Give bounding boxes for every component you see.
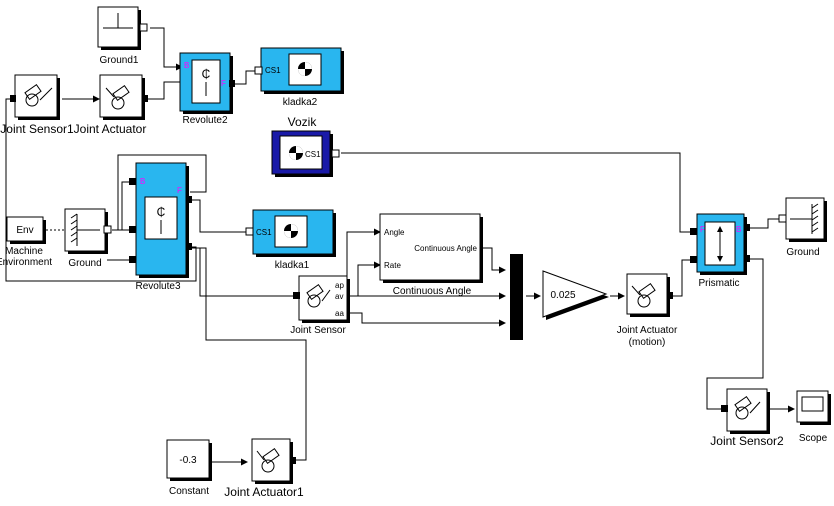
kladka2-label: kladka2: [283, 97, 318, 108]
svg-text:₵: ₵: [157, 205, 166, 219]
revolute2-port-b: B: [184, 61, 189, 70]
vozik-block[interactable]: Vozik CS1: [271, 115, 340, 177]
scope-label: Scope: [799, 433, 828, 444]
joint-sensor2-label: Joint Sensor2: [710, 434, 784, 448]
constant-label: Constant: [169, 486, 209, 497]
joint-sensor-port-ap: ap: [335, 281, 344, 290]
prismatic-port-f: F: [700, 225, 705, 234]
prismatic-label: Prismatic: [698, 278, 739, 289]
revolute3-port-b: B: [140, 177, 145, 186]
continuous-angle-inner: Continuous Angle: [414, 244, 477, 253]
revolute3-block[interactable]: ₵ B F Revolute3: [129, 162, 192, 292]
revolute2-label: Revolute2: [182, 115, 227, 126]
ground-right-block[interactable]: Ground: [778, 197, 827, 258]
joint-sensor-port-av: av: [335, 292, 343, 301]
joint-sensor-block[interactable]: ap av aa Joint Sensor: [290, 275, 350, 336]
env-label-line1: Machine: [5, 246, 43, 257]
joint-sensor1-label: Joint Sensor1: [0, 122, 74, 136]
scope-block[interactable]: Scope: [796, 390, 831, 444]
ground-label: Ground: [68, 258, 101, 269]
prismatic-port-b: B: [736, 225, 741, 234]
vozik-label: Vozik: [288, 115, 318, 129]
joint-sensor1-block[interactable]: Joint Sensor1: [0, 74, 74, 136]
kladka1-label: kladka1: [275, 260, 310, 271]
joint-sensor2-block[interactable]: Joint Sensor2: [710, 388, 784, 448]
kladka1-block[interactable]: CS1 kladka1: [245, 209, 336, 271]
ground1-block[interactable]: Ground1: [97, 6, 148, 66]
joint-actuator-motion-label1: Joint Actuator: [617, 325, 678, 336]
revolute2-port-f: F: [221, 79, 226, 88]
ground1-label: Ground1: [100, 55, 139, 66]
joint-actuator-motion-block[interactable]: Joint Actuator (motion): [617, 273, 678, 348]
joint-sensor-port-aa: aa: [335, 309, 344, 318]
kladka2-cs1: CS1: [265, 66, 281, 75]
joint-actuator1-label: Joint Actuator1: [224, 485, 304, 499]
joint-actuator-block[interactable]: Joint Actuator: [74, 74, 148, 136]
svg-text:₵: ₵: [202, 67, 211, 81]
revolute3-port-f: F: [177, 186, 182, 195]
joint-actuator-motion-label2: (motion): [629, 337, 666, 348]
kladka1-cs1: CS1: [256, 228, 272, 237]
joint-sensor-label: Joint Sensor: [290, 325, 346, 336]
continuous-angle-block[interactable]: Angle Rate Continuous Angle Continuous A…: [379, 213, 483, 297]
revolute2-block[interactable]: ₵ B F Revolute2: [179, 52, 235, 126]
joint-actuator1-block[interactable]: Joint Actuator1: [224, 438, 304, 499]
gain-block[interactable]: 0.025: [542, 270, 609, 320]
env-block[interactable]: Env Machine Environment: [0, 216, 52, 268]
ground-right-label: Ground: [786, 247, 819, 258]
continuous-angle-port-angle: Angle: [384, 228, 405, 237]
constant-block[interactable]: -0.3 Constant: [166, 439, 212, 497]
prismatic-block[interactable]: F B Prismatic: [690, 213, 750, 289]
gain-value: 0.025: [550, 290, 575, 301]
continuous-angle-label: Continuous Angle: [393, 286, 472, 297]
joint-actuator-label: Joint Actuator: [74, 122, 147, 136]
mux-block[interactable]: [510, 254, 523, 340]
revolute3-label: Revolute3: [135, 281, 180, 292]
env-label-line2: Environment: [0, 257, 52, 268]
vozik-cs1: CS1: [305, 150, 321, 159]
constant-value: -0.3: [179, 455, 197, 466]
env-text: Env: [16, 225, 33, 236]
kladka2-block[interactable]: CS1 kladka2: [254, 47, 344, 108]
continuous-angle-port-rate: Rate: [384, 261, 401, 270]
ground-block[interactable]: Ground: [64, 208, 112, 269]
